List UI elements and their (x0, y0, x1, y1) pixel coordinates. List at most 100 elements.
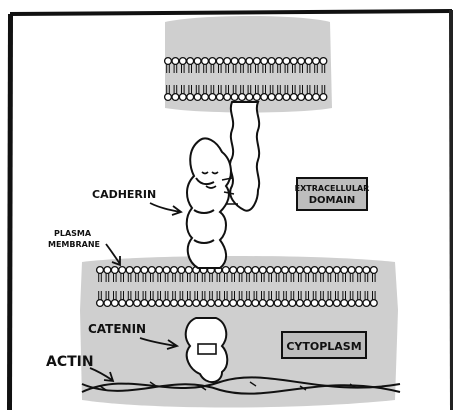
lipid-head (290, 58, 297, 65)
lipid-head (200, 300, 207, 307)
lipid-head (208, 300, 215, 307)
lipid-head (252, 300, 259, 307)
lipid-head (282, 267, 289, 274)
lipid-head (356, 300, 363, 307)
lipid-head (253, 94, 260, 101)
extracellular-domain-label-line1: EXTRACELLULAR (295, 184, 370, 193)
lipid-head (216, 58, 223, 65)
cadherin-partner-protein (230, 102, 259, 211)
lipid-head (171, 300, 178, 307)
lipid-head (134, 267, 141, 274)
lipid-head (305, 94, 312, 101)
lipid-head (296, 300, 303, 307)
cadherin-label: CADHERIN (92, 188, 156, 201)
lipid-head (313, 94, 320, 101)
lipid-head (179, 58, 186, 65)
lipid-head (239, 58, 246, 65)
lipid-head (363, 300, 370, 307)
lipid-head (187, 94, 194, 101)
lipid-head (156, 300, 163, 307)
lipid-head (326, 300, 333, 307)
lipid-head (282, 300, 289, 307)
lipid-head (276, 58, 283, 65)
extracellular-domain-label-line2: DOMAIN (309, 195, 356, 206)
lipid-head (209, 94, 216, 101)
lipid-head (267, 267, 274, 274)
lipid-head (185, 300, 192, 307)
lipid-head (111, 300, 118, 307)
lipid-head (97, 267, 104, 274)
lipid-head (97, 300, 104, 307)
lipid-head (202, 58, 209, 65)
lipid-head (215, 300, 222, 307)
lipid-head (252, 267, 259, 274)
lipid-head (283, 58, 290, 65)
lipid-head (267, 300, 274, 307)
lipid-head (230, 267, 237, 274)
lipid-head (245, 300, 252, 307)
lipid-head (172, 58, 179, 65)
lipid-head (259, 300, 266, 307)
lipid-head (311, 300, 318, 307)
lipid-head (194, 58, 201, 65)
lipid-head (230, 300, 237, 307)
lipid-head (320, 58, 327, 65)
lipid-head (289, 267, 296, 274)
lipid-head (126, 300, 133, 307)
lipid-head (333, 300, 340, 307)
lipid-head (163, 267, 170, 274)
lipid-head (119, 300, 126, 307)
lipid-head (320, 94, 327, 101)
plasma-membrane-label-line1: PLASMA (54, 229, 92, 238)
lipid-head (268, 58, 275, 65)
lipid-head (216, 94, 223, 101)
lipid-head (185, 267, 192, 274)
lipid-head (178, 300, 185, 307)
lipid-head (194, 94, 201, 101)
lipid-head (274, 300, 281, 307)
lipid-head (187, 58, 194, 65)
lipid-head (141, 267, 148, 274)
lipid-head (298, 58, 305, 65)
lipid-head (296, 267, 303, 274)
lipid-head (274, 267, 281, 274)
lipid-head (148, 267, 155, 274)
lipid-head (202, 94, 209, 101)
lipid-head (231, 94, 238, 101)
lipid-head (261, 94, 268, 101)
lipid-head (313, 58, 320, 65)
lipid-head (319, 267, 326, 274)
lipid-head (224, 94, 231, 101)
lipid-head (224, 58, 231, 65)
catenin-label: CATENIN (88, 322, 146, 336)
lipid-head (276, 94, 283, 101)
lipid-head (363, 267, 370, 274)
lipid-head (222, 267, 229, 274)
lipid-head (289, 300, 296, 307)
frame-left-border (7, 14, 13, 410)
lipid-head (268, 94, 275, 101)
lipid-head (165, 58, 172, 65)
lipid-head (163, 300, 170, 307)
lipid-head (304, 300, 311, 307)
lipid-head (246, 58, 253, 65)
lipid-head (209, 58, 216, 65)
lipid-head (253, 58, 260, 65)
lipid-head (104, 267, 111, 274)
lipid-head (193, 300, 200, 307)
lipid-head (326, 267, 333, 274)
lipid-head (156, 267, 163, 274)
plasma-membrane-label-line2: MEMBRANE (48, 240, 100, 249)
lipid-head (141, 300, 148, 307)
lipid-head (119, 267, 126, 274)
lipid-head (333, 267, 340, 274)
lipid-head (104, 300, 111, 307)
lipid-head (172, 94, 179, 101)
lipid-head (348, 300, 355, 307)
lipid-head (126, 267, 133, 274)
lipid-head (341, 267, 348, 274)
lipid-head (356, 267, 363, 274)
actin-label: ACTIN (46, 354, 94, 370)
lipid-head (290, 94, 297, 101)
